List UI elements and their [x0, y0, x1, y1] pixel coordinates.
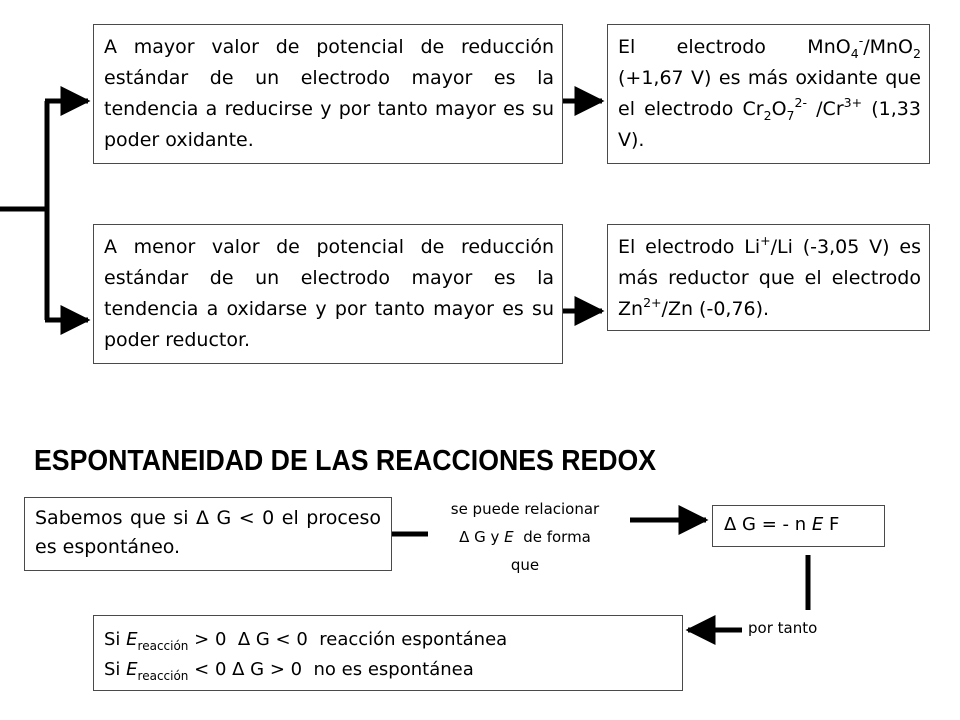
mno4-example-text: El electrodo MnO4-/MnO2 (+1,67 V) es más…	[618, 33, 921, 151]
section-title: ESPONTANEIDAD DE LAS REACCIONES REDOX	[34, 445, 657, 477]
relate-label-line3: que	[510, 556, 540, 574]
result-line-spontaneous: Si Ereacción > 0 Δ G < 0 reacción espont…	[104, 629, 508, 653]
por-tanto-label: por tanto	[748, 619, 818, 637]
box-li-example: El electrodo Li+/Li (-3,05 V) es más red…	[607, 224, 930, 331]
result-line-not-spontaneous: Si Ereacción < 0 Δ G > 0 no es espontáne…	[104, 659, 474, 683]
relate-label-line2: Δ G y E de forma	[459, 528, 591, 546]
lower-potential-text: A menor valor de potencial de reducción …	[104, 236, 554, 351]
box-higher-potential-oxidant: A mayor valor de potencial de reducción …	[93, 24, 563, 164]
spontaneity-condition-text: Sabemos que si Δ G < 0 el proceso es esp…	[35, 507, 381, 558]
li-example-text: El electrodo Li+/Li (-3,05 V) es más red…	[618, 233, 921, 320]
box-spontaneity-condition: Sabemos que si Δ G < 0 el proceso es esp…	[24, 497, 392, 571]
relate-label: se puede relacionar Δ G y E de forma que	[420, 495, 630, 579]
higher-potential-text: A mayor valor de potencial de reducción …	[104, 36, 554, 151]
box-mno4-example: El electrodo MnO4-/MnO2 (+1,67 V) es más…	[607, 24, 930, 164]
formula-text: Δ G = - n E F	[724, 514, 840, 535]
box-spontaneity-result: Si Ereacción > 0 Δ G < 0 reacción espont…	[93, 615, 683, 691]
box-gibbs-formula: Δ G = - n E F	[712, 505, 885, 547]
relate-label-line1: se puede relacionar	[450, 500, 600, 518]
box-lower-potential-reductant: A menor valor de potencial de reducción …	[93, 224, 563, 364]
